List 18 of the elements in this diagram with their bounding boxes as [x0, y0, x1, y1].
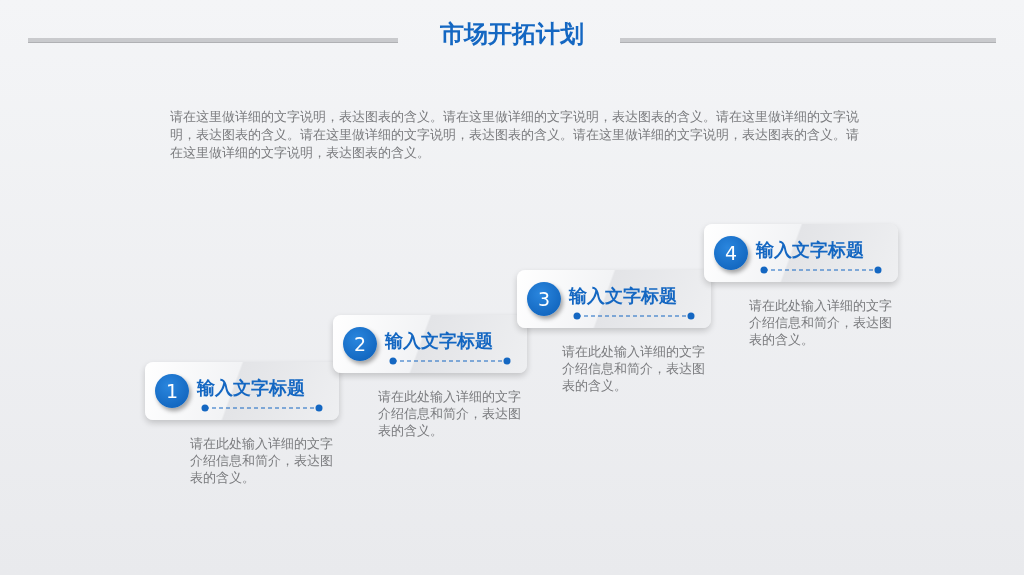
- step-card: [145, 362, 339, 420]
- step-number: 3: [527, 282, 561, 316]
- step-description: 请在此处输入详细的文字介绍信息和简介，表达图表的含义。: [562, 343, 706, 394]
- step-heading: 输入文字标题: [756, 238, 864, 262]
- step-card: [704, 224, 898, 282]
- step-card: [333, 315, 527, 373]
- step-heading: 输入文字标题: [385, 329, 493, 353]
- step-number: 1: [155, 374, 189, 408]
- step-heading: 输入文字标题: [569, 284, 677, 308]
- step-card: [517, 270, 711, 328]
- step-description: 请在此处输入详细的文字介绍信息和简介，表达图表的含义。: [378, 388, 522, 439]
- intro-paragraph: 请在这里做详细的文字说明，表达图表的含义。请在这里做详细的文字说明，表达图表的含义。请在这里做详细的文字说明，表达图表的含义。请在这里做详细的文字说明，表达图表的含义。请在这里做详细的文字说明，表达图表的含义。请在这里做详细的文字说明，表达图表的含义。: [170, 108, 860, 162]
- step-description: 请在此处输入详细的文字介绍信息和简介，表达图表的含义。: [190, 435, 334, 486]
- page-title: 市场开拓计划: [439, 19, 585, 50]
- step-number: 2: [343, 327, 377, 361]
- step-heading: 输入文字标题: [197, 376, 305, 400]
- step-description: 请在此处输入详细的文字介绍信息和简介，表达图表的含义。: [749, 297, 893, 348]
- step-number: 4: [714, 236, 748, 270]
